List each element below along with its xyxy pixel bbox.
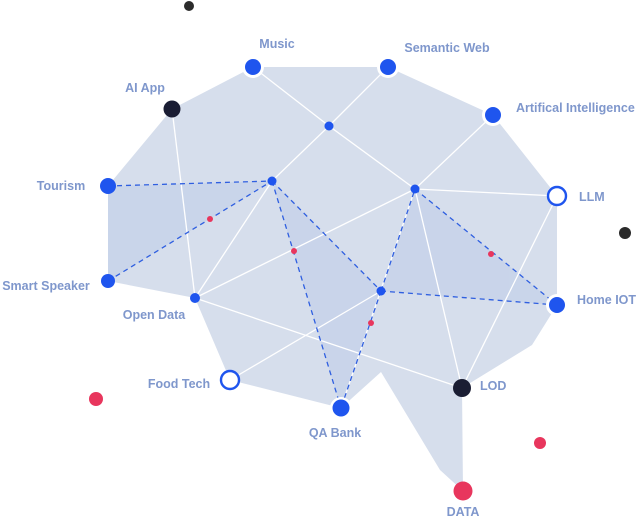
label-home-iot: Home IOT [577, 293, 636, 307]
label-tourism: Tourism [37, 179, 85, 193]
label-data: DATA [447, 505, 480, 517]
label-semantic-web: Semantic Web [404, 41, 490, 55]
junction-dot [190, 293, 200, 303]
node-semantic-web[interactable] [377, 56, 399, 78]
stray-dot [89, 392, 103, 406]
dashed-connections [107, 180, 558, 409]
label-artificial-intelligence: Artifical Intelligence [516, 101, 635, 115]
stray-dot [619, 227, 631, 239]
label-ai-app: AI App [125, 81, 165, 95]
node-food-tech[interactable] [219, 369, 241, 391]
junction-dot-red [368, 320, 374, 326]
label-food-tech: Food Tech [148, 377, 210, 391]
junction-dot [376, 286, 386, 296]
node-music[interactable] [242, 56, 264, 78]
label-llm: LLM [579, 190, 605, 204]
junction-dot [410, 184, 420, 194]
label-open-data: Open Data [123, 308, 187, 322]
node-llm[interactable] [546, 185, 568, 207]
label-lod: LOD [480, 379, 506, 393]
connection-lines [171, 66, 558, 409]
node-lod[interactable] [453, 379, 471, 397]
node-qa-bank[interactable] [330, 397, 352, 419]
node-home-iot[interactable] [546, 294, 568, 316]
node-artificial-intelligence[interactable] [482, 104, 504, 126]
junction-dot [324, 121, 334, 131]
junction-dot-red [488, 251, 494, 257]
node-tourism[interactable] [100, 178, 116, 194]
junction-dot [267, 176, 277, 186]
junction-dot-red [291, 248, 297, 254]
label-music: Music [259, 37, 294, 51]
node-ai-app[interactable] [163, 100, 181, 118]
junction-dot-red [207, 216, 213, 222]
label-qa-bank: QA Bank [309, 426, 361, 440]
node-data[interactable] [453, 481, 473, 501]
label-smart-speaker: Smart Speaker [2, 279, 90, 293]
node-smart-speaker[interactable] [101, 274, 115, 288]
stray-dot [184, 1, 194, 11]
stray-dot [534, 437, 546, 449]
